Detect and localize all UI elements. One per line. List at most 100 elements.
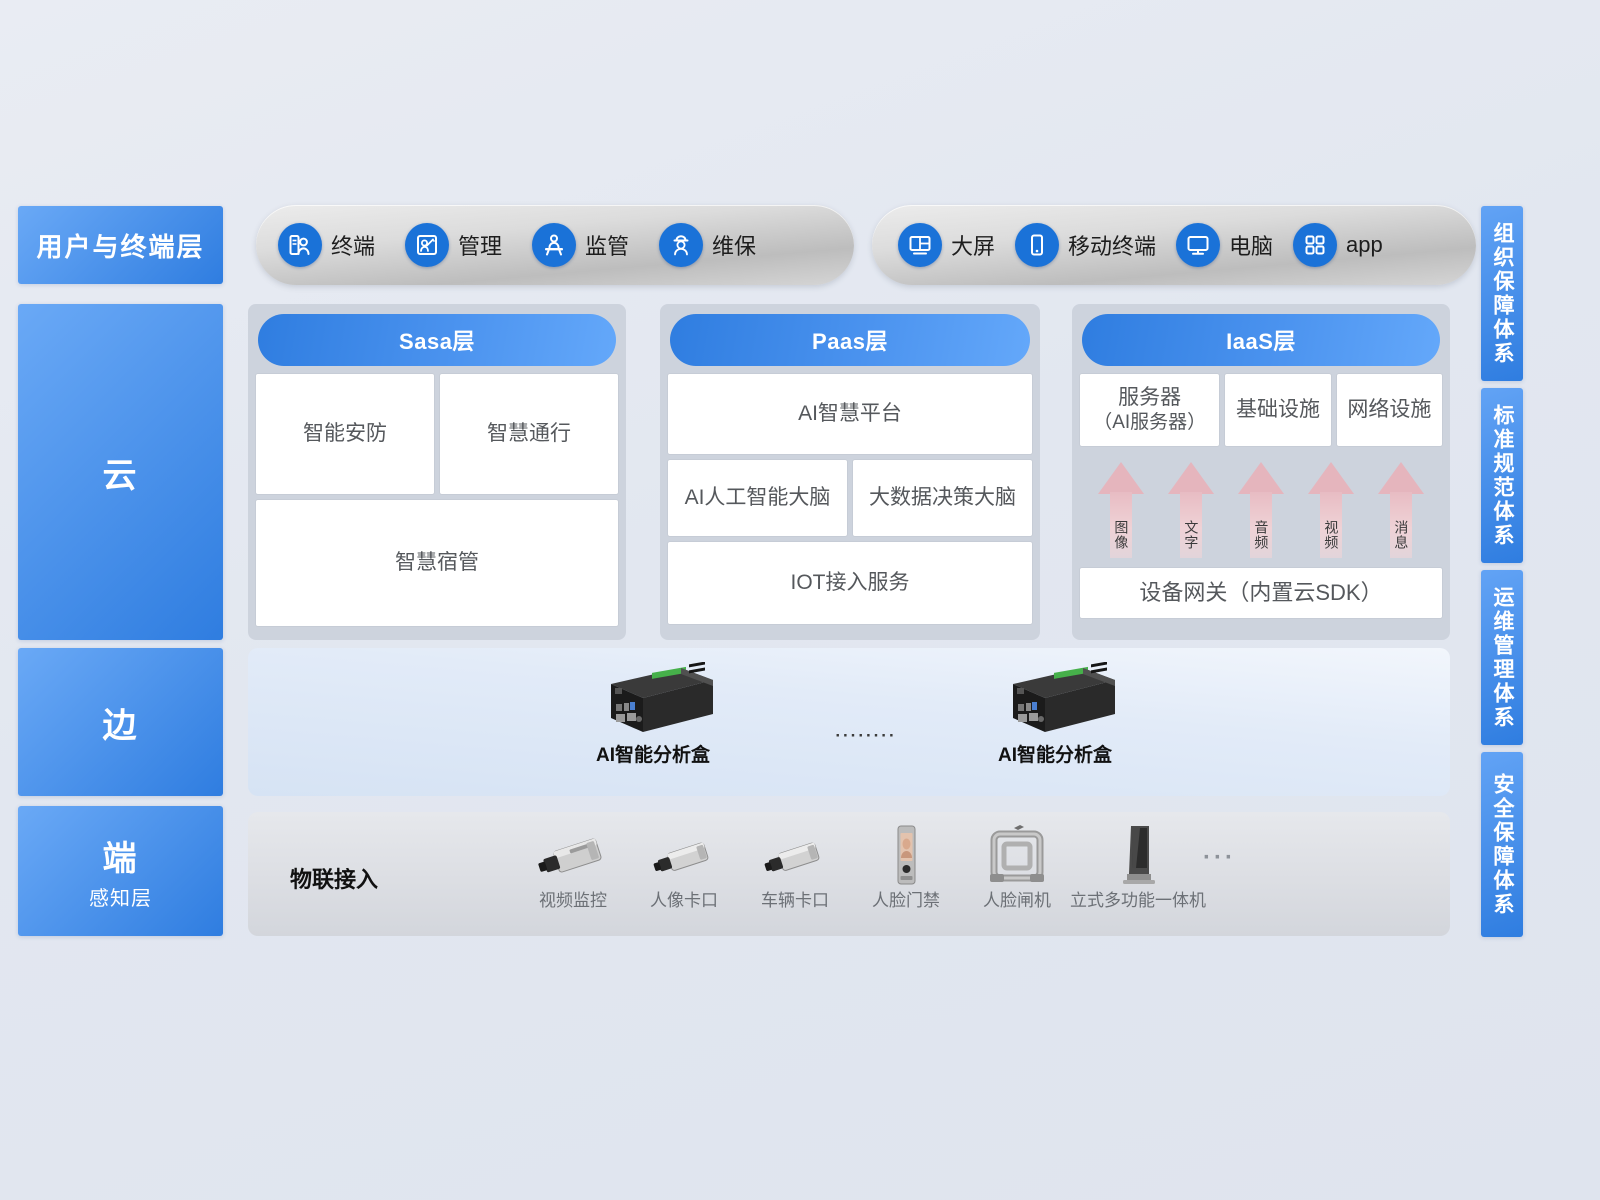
system-label-text: 运维管理体系 <box>1491 585 1514 730</box>
layer-label-text: 用户与终端层 <box>36 231 205 262</box>
layer-label-text: 边 <box>102 706 139 745</box>
iaas-cell-server[interactable]: 服务器 （AI服务器） <box>1080 374 1220 446</box>
iaas-cell-infrastructure[interactable]: 基础设施 <box>1225 374 1331 446</box>
pill-item-label: 终端 <box>331 234 376 259</box>
arrow-up-icon: 音频 <box>1238 462 1284 558</box>
device-video-surveillance[interactable]: 视频监控 <box>513 822 633 911</box>
pill-item-label: app <box>1346 232 1383 257</box>
iaas-cell-gateway[interactable]: 设备网关（内置云SDK） <box>1080 568 1442 618</box>
layer-label-terminal: 端 感知层 <box>18 806 223 936</box>
panel-iaas: IaaS层 服务器 （AI服务器） 基础设施 网络设施 图像 <box>1072 304 1450 640</box>
device-label: 车辆卡口 <box>761 891 829 910</box>
saas-cell-security[interactable]: 智能安防 <box>256 374 434 494</box>
pill-item-label: 移动终端 <box>1068 234 1157 259</box>
system-label-text: 安全保障体系 <box>1491 772 1514 917</box>
iaas-cell-server-sub: （AI服务器） <box>1093 412 1207 434</box>
device-multifunction-kiosk[interactable]: 立式多功能一体机 <box>1038 822 1238 911</box>
edge-device-2[interactable]: AI智能分析盒 <box>965 661 1145 767</box>
iot-access-title: 物联接入 <box>290 867 379 892</box>
paas-cell-iot-service[interactable]: IOT接入服务 <box>668 542 1032 624</box>
iaas-cell-server-main: 服务器 <box>1118 386 1182 409</box>
pill-item-management[interactable]: 管理 <box>405 223 502 267</box>
panel-iaas-title: IaaS层 <box>1082 314 1440 366</box>
pill-item-terminal[interactable]: 终端 <box>278 223 375 267</box>
saas-cell-dorm[interactable]: 智慧宿管 <box>256 500 618 626</box>
arrow-label: 消息 <box>1393 520 1410 550</box>
device-label: 人脸闸机 <box>983 891 1051 910</box>
system-label-security: 安全保障体系 <box>1481 752 1523 937</box>
arrow-up-icon: 视频 <box>1308 462 1354 558</box>
edge-separator-dots: ········ <box>835 726 897 745</box>
layer-label-cloud: 云 <box>18 304 223 640</box>
camera-icon <box>624 822 744 886</box>
pill-item-label: 监管 <box>585 234 630 259</box>
layer-label-user-terminal: 用户与终端层 <box>18 206 223 284</box>
maintenance-worker-icon <box>659 223 704 267</box>
arrow-label: 图像 <box>1113 520 1130 550</box>
panel-paas-title: Paas层 <box>670 314 1030 366</box>
pill-item-mobile[interactable]: 移动终端 <box>1015 223 1156 267</box>
supervision-person-icon <box>532 223 577 267</box>
iaas-cell-network[interactable]: 网络设施 <box>1336 374 1442 446</box>
pill-item-app[interactable]: app <box>1293 223 1383 267</box>
edge-device-label: AI智能分析盒 <box>997 745 1112 766</box>
arrow-up-icon: 消息 <box>1378 462 1424 558</box>
ai-analysis-box-icon <box>589 661 717 738</box>
ai-analysis-box-icon <box>991 661 1119 738</box>
paas-cell-ai-platform[interactable]: AI智慧平台 <box>668 374 1032 454</box>
mobile-phone-icon <box>1015 223 1060 267</box>
pill-item-computer[interactable]: 电脑 <box>1176 223 1273 267</box>
arrow-label: 音频 <box>1253 520 1270 550</box>
device-ellipsis: ··· <box>1203 844 1236 871</box>
pill-item-label: 维保 <box>712 234 757 259</box>
arrow-label: 视频 <box>1323 520 1340 550</box>
paas-cell-bigdata-brain[interactable]: 大数据决策大脑 <box>853 460 1032 536</box>
desktop-monitor-icon <box>1176 223 1221 267</box>
panel-saas-title: Sasa层 <box>258 314 616 366</box>
panel-paas: Paas层 AI智慧平台 AI人工智能大脑 大数据决策大脑 IOT接入服务 <box>660 304 1040 640</box>
pill-item-maintenance[interactable]: 维保 <box>659 223 756 267</box>
pill-item-supervision[interactable]: 监管 <box>532 223 629 267</box>
big-screen-icon <box>898 223 942 267</box>
arrow-up-icon: 图像 <box>1098 462 1144 558</box>
camera-icon <box>513 822 633 886</box>
iaas-data-flow-arrows: 图像 文字 音频 视频 消息 <box>1080 452 1442 562</box>
layer-label-text: 云 <box>102 456 139 495</box>
device-label: 人脸门禁 <box>872 891 940 910</box>
app-grid-icon <box>1293 223 1338 267</box>
pill-item-bigscreen[interactable]: 大屏 <box>898 223 995 267</box>
device-label: 视频监控 <box>539 891 607 910</box>
edge-device-label: AI智能分析盒 <box>595 745 710 766</box>
device-vehicle-checkpoint[interactable]: 车辆卡口 <box>735 822 855 911</box>
device-label: 立式多功能一体机 <box>1070 891 1206 910</box>
terminal-layer-band: 物联接入 视频监控 <box>248 812 1450 936</box>
system-label-operations: 运维管理体系 <box>1481 570 1523 745</box>
paas-cell-ai-brain[interactable]: AI人工智能大脑 <box>668 460 847 536</box>
arrow-up-icon: 文字 <box>1168 462 1214 558</box>
device-face-gate[interactable]: 人脸闸机 <box>957 822 1077 911</box>
system-label-text: 标准规范体系 <box>1491 403 1514 548</box>
pill-item-label: 管理 <box>458 234 503 259</box>
system-label-organization: 组织保障体系 <box>1481 206 1523 381</box>
kiosk-icon <box>1038 822 1238 886</box>
arrow-label: 文字 <box>1183 520 1200 550</box>
terminal-pill-roles: 终端 管理 <box>256 205 854 285</box>
terminal-card-icon <box>278 223 322 267</box>
pill-item-label: 大屏 <box>951 234 996 259</box>
edge-layer-band: AI智能分析盒 ········ <box>248 648 1450 796</box>
layer-label-subtext: 感知层 <box>89 888 152 910</box>
saas-cell-passage[interactable]: 智慧通行 <box>440 374 618 494</box>
face-gate-icon <box>957 822 1077 886</box>
device-portrait-checkpoint[interactable]: 人像卡口 <box>624 822 744 911</box>
device-face-access[interactable]: 人脸门禁 <box>846 822 966 911</box>
edge-device-1[interactable]: AI智能分析盒 <box>563 661 743 767</box>
system-label-text: 组织保障体系 <box>1491 221 1514 366</box>
face-access-terminal-icon <box>846 822 966 886</box>
camera-icon <box>735 822 855 886</box>
layer-label-edge: 边 <box>18 648 223 796</box>
panel-saas: Sasa层 智能安防 智慧通行 智慧宿管 <box>248 304 626 640</box>
terminal-pill-devices: 大屏 移动终端 电脑 <box>872 205 1476 285</box>
system-label-standards: 标准规范体系 <box>1481 388 1523 563</box>
management-board-icon <box>405 223 450 267</box>
